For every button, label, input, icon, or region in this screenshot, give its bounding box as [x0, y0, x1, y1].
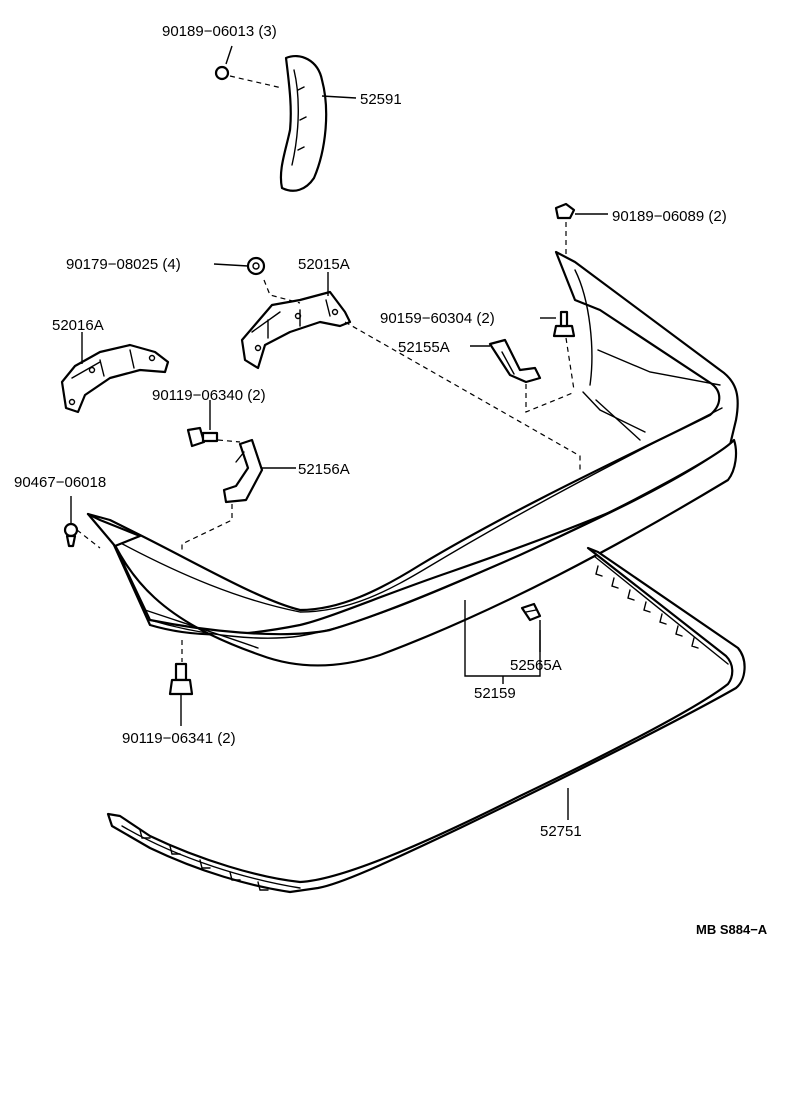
- callout-52015A: 52015A: [298, 256, 350, 273]
- rear-bumper-cover[interactable]: [86, 250, 739, 684]
- bolt-90119-06341[interactable]: [168, 640, 194, 726]
- bumper-side-support-lh[interactable]: [181, 438, 296, 552]
- clip-90189-06013[interactable]: [214, 45, 283, 89]
- callout-52155A: 52155A: [398, 339, 450, 356]
- clip-90467-06018[interactable]: [63, 496, 101, 549]
- callout-90467-06018: 90467−06018: [14, 474, 106, 491]
- callout-52565A: 52565A: [510, 657, 562, 674]
- callout-52159: 52159: [474, 685, 516, 702]
- bumper-clip[interactable]: [520, 602, 542, 652]
- clip-90189-06089[interactable]: [554, 202, 608, 258]
- nut-90179-08025[interactable]: [213, 256, 301, 304]
- callout-90189-06089: 90189−06089 (2): [612, 208, 727, 225]
- bumper-side-retainer[interactable]: [279, 54, 357, 192]
- screw-90159-60304[interactable]: [540, 310, 576, 391]
- callout-90119-06340: 90119−06340 (2): [152, 387, 266, 404]
- callout-52156A: 52156A: [298, 461, 350, 478]
- bumper-side-support-rh[interactable]: [470, 338, 576, 413]
- callout-90189-06013: 90189−06013 (3): [162, 23, 277, 40]
- callout-90179-08025: 90179−08025 (4): [66, 256, 181, 273]
- callout-90119-06341: 90119−06341 (2): [122, 730, 236, 747]
- diagram-code: MB S884−A: [696, 922, 768, 937]
- bolt-90119-06340[interactable]: [186, 400, 241, 448]
- callout-90159-60304: 90159−60304 (2): [380, 310, 495, 327]
- bumper-molding[interactable]: [106, 546, 746, 894]
- callout-52016A: 52016A: [52, 317, 104, 334]
- callout-52591: 52591: [360, 91, 402, 108]
- callout-52751: 52751: [540, 823, 582, 840]
- bumper-reinforcement-bracket-lh[interactable]: [60, 332, 170, 414]
- bumper-reinforcement-bracket-rh[interactable]: [240, 272, 581, 470]
